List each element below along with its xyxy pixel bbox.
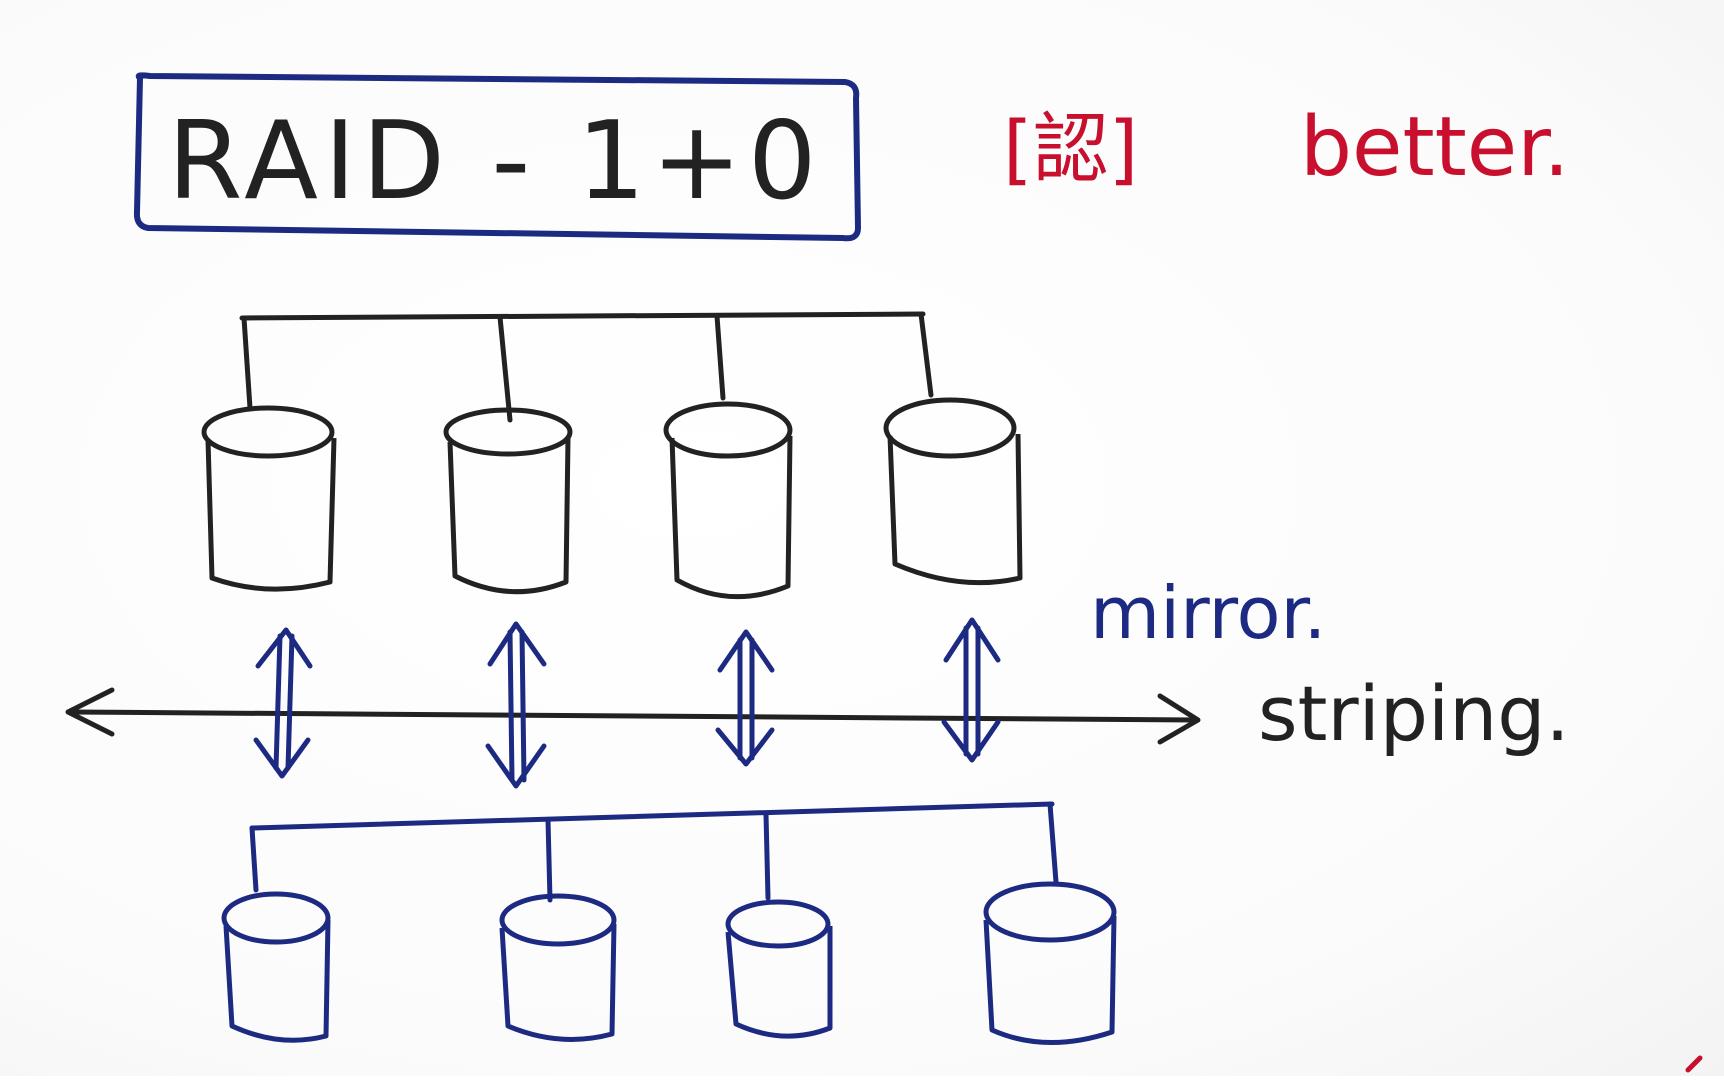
disk-icon	[499, 893, 617, 1042]
title-box-border	[133, 72, 861, 242]
mirror-bus-drop-2	[545, 817, 553, 903]
disk-icon	[443, 407, 573, 595]
mirror-bus-line	[249, 801, 1055, 831]
striping-label: striping.	[1258, 669, 1570, 758]
mirror-bus-drop-4	[1047, 801, 1059, 885]
striping-axis-right-arrowhead	[1157, 693, 1201, 745]
primary-bus-drop-3	[714, 313, 726, 401]
disk-icon	[725, 899, 833, 1039]
mirror-label: mirror.	[1090, 571, 1326, 655]
disk-icon	[221, 891, 331, 1043]
disk-icon	[201, 405, 337, 592]
note: [認] better.	[1003, 100, 1570, 195]
mirror-bus-drop-3	[763, 811, 771, 901]
striping-axis-line	[67, 709, 1198, 723]
mirror-arrow-icon	[253, 627, 313, 779]
disk-icon	[883, 397, 1023, 586]
note-text: better.	[1300, 100, 1570, 195]
mirror-bus-drop-1	[249, 825, 259, 893]
primary-bus-line	[239, 311, 926, 321]
primary-disks	[201, 397, 1023, 600]
primary-bus	[239, 311, 934, 423]
note-mark: [認]	[1003, 104, 1138, 193]
disk-icon	[983, 881, 1117, 1045]
mirror-bus	[249, 801, 1059, 903]
primary-bus-drop-2	[497, 314, 513, 423]
title-text: RAID - 1+0	[167, 99, 822, 224]
disk-icon	[663, 401, 793, 600]
mirror-arrow-icon	[715, 629, 775, 767]
stray-red-mark	[1685, 1055, 1703, 1073]
striping-axis-left-arrowhead	[65, 687, 115, 737]
mirror-arrows	[253, 617, 1001, 789]
mirror-disks	[221, 881, 1117, 1045]
striping-axis	[65, 687, 1201, 745]
primary-bus-drop-1	[241, 315, 253, 411]
title-box: RAID - 1+0	[133, 72, 861, 242]
mirror-arrow-icon	[485, 621, 547, 789]
mirror-arrow-icon	[941, 617, 1001, 763]
primary-bus-drop-4	[918, 311, 934, 398]
